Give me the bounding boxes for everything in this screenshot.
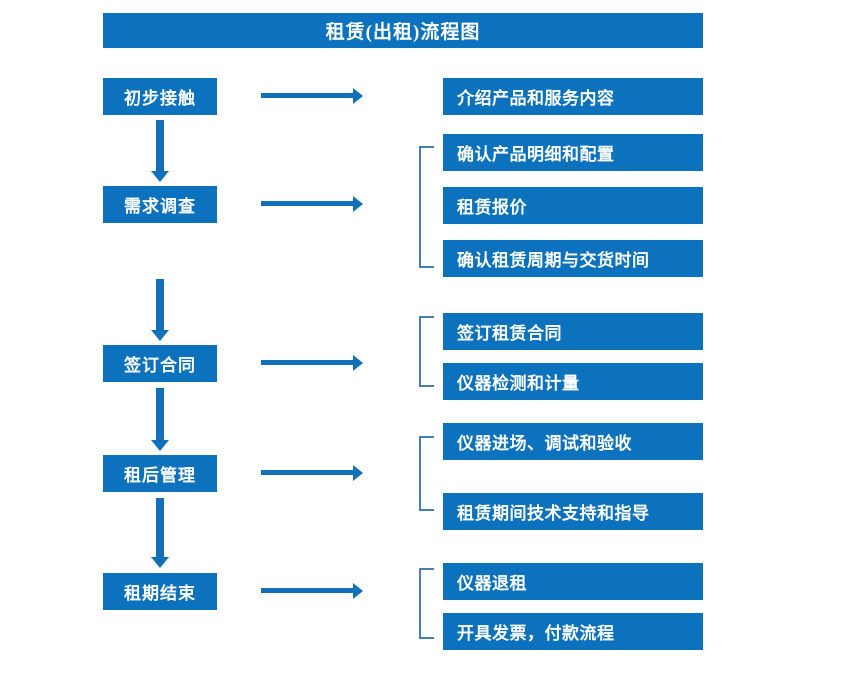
arrow-head: [353, 196, 363, 212]
group-bracket-needs-survey: [419, 146, 434, 268]
vertical-arrow-4: [151, 498, 169, 568]
horizontal-arrow-5: [261, 583, 363, 599]
arrow-head: [353, 465, 363, 481]
arrow-shaft: [261, 360, 353, 365]
stage-box-4[interactable]: 租后管理: [103, 455, 217, 492]
detail-box-3[interactable]: 租赁报价: [443, 187, 703, 224]
arrow-shaft: [261, 588, 353, 593]
detail-box-9[interactable]: 仪器退租: [443, 563, 703, 600]
detail-box-10[interactable]: 开具发票，付款流程: [443, 613, 703, 650]
detail-box-8[interactable]: 租赁期间技术支持和指导: [443, 493, 703, 530]
stage-box-1[interactable]: 初步接触: [103, 78, 217, 115]
vertical-arrow-2: [151, 279, 169, 341]
group-bracket-sign-contract: [419, 316, 434, 387]
detail-box-1[interactable]: 介绍产品和服务内容: [443, 78, 703, 115]
detail-box-5[interactable]: 签订租赁合同: [443, 313, 703, 350]
arrow-head: [353, 583, 363, 599]
horizontal-arrow-2: [261, 196, 363, 212]
arrow-shaft: [261, 201, 353, 206]
arrow-head: [353, 88, 363, 104]
detail-box-2[interactable]: 确认产品明细和配置: [443, 134, 703, 171]
arrow-shaft: [261, 93, 353, 98]
vertical-arrow-3: [151, 388, 169, 451]
horizontal-arrow-1: [261, 88, 363, 104]
arrow-head: [151, 171, 169, 182]
detail-box-4[interactable]: 确认租赁周期与交货时间: [443, 240, 703, 277]
arrow-head: [151, 557, 169, 568]
arrow-shaft: [156, 498, 164, 557]
arrow-head: [151, 440, 169, 451]
detail-box-7[interactable]: 仪器进场、调试和验收: [443, 423, 703, 460]
arrow-shaft: [261, 470, 353, 475]
arrow-head: [353, 355, 363, 371]
arrow-shaft: [156, 279, 164, 330]
stage-box-2[interactable]: 需求调查: [103, 186, 217, 223]
group-bracket-lease-end: [419, 568, 434, 639]
flowchart-title: 租赁(出租)流程图: [103, 13, 703, 48]
horizontal-arrow-3: [261, 355, 363, 371]
arrow-shaft: [156, 120, 164, 171]
stage-box-3[interactable]: 签订合同: [103, 345, 217, 382]
detail-box-6[interactable]: 仪器检测和计量: [443, 363, 703, 400]
stage-box-5[interactable]: 租期结束: [103, 573, 217, 610]
arrow-shaft: [156, 388, 164, 440]
vertical-arrow-1: [151, 120, 169, 182]
horizontal-arrow-4: [261, 465, 363, 481]
arrow-head: [151, 330, 169, 341]
group-bracket-post-rental: [419, 436, 434, 511]
